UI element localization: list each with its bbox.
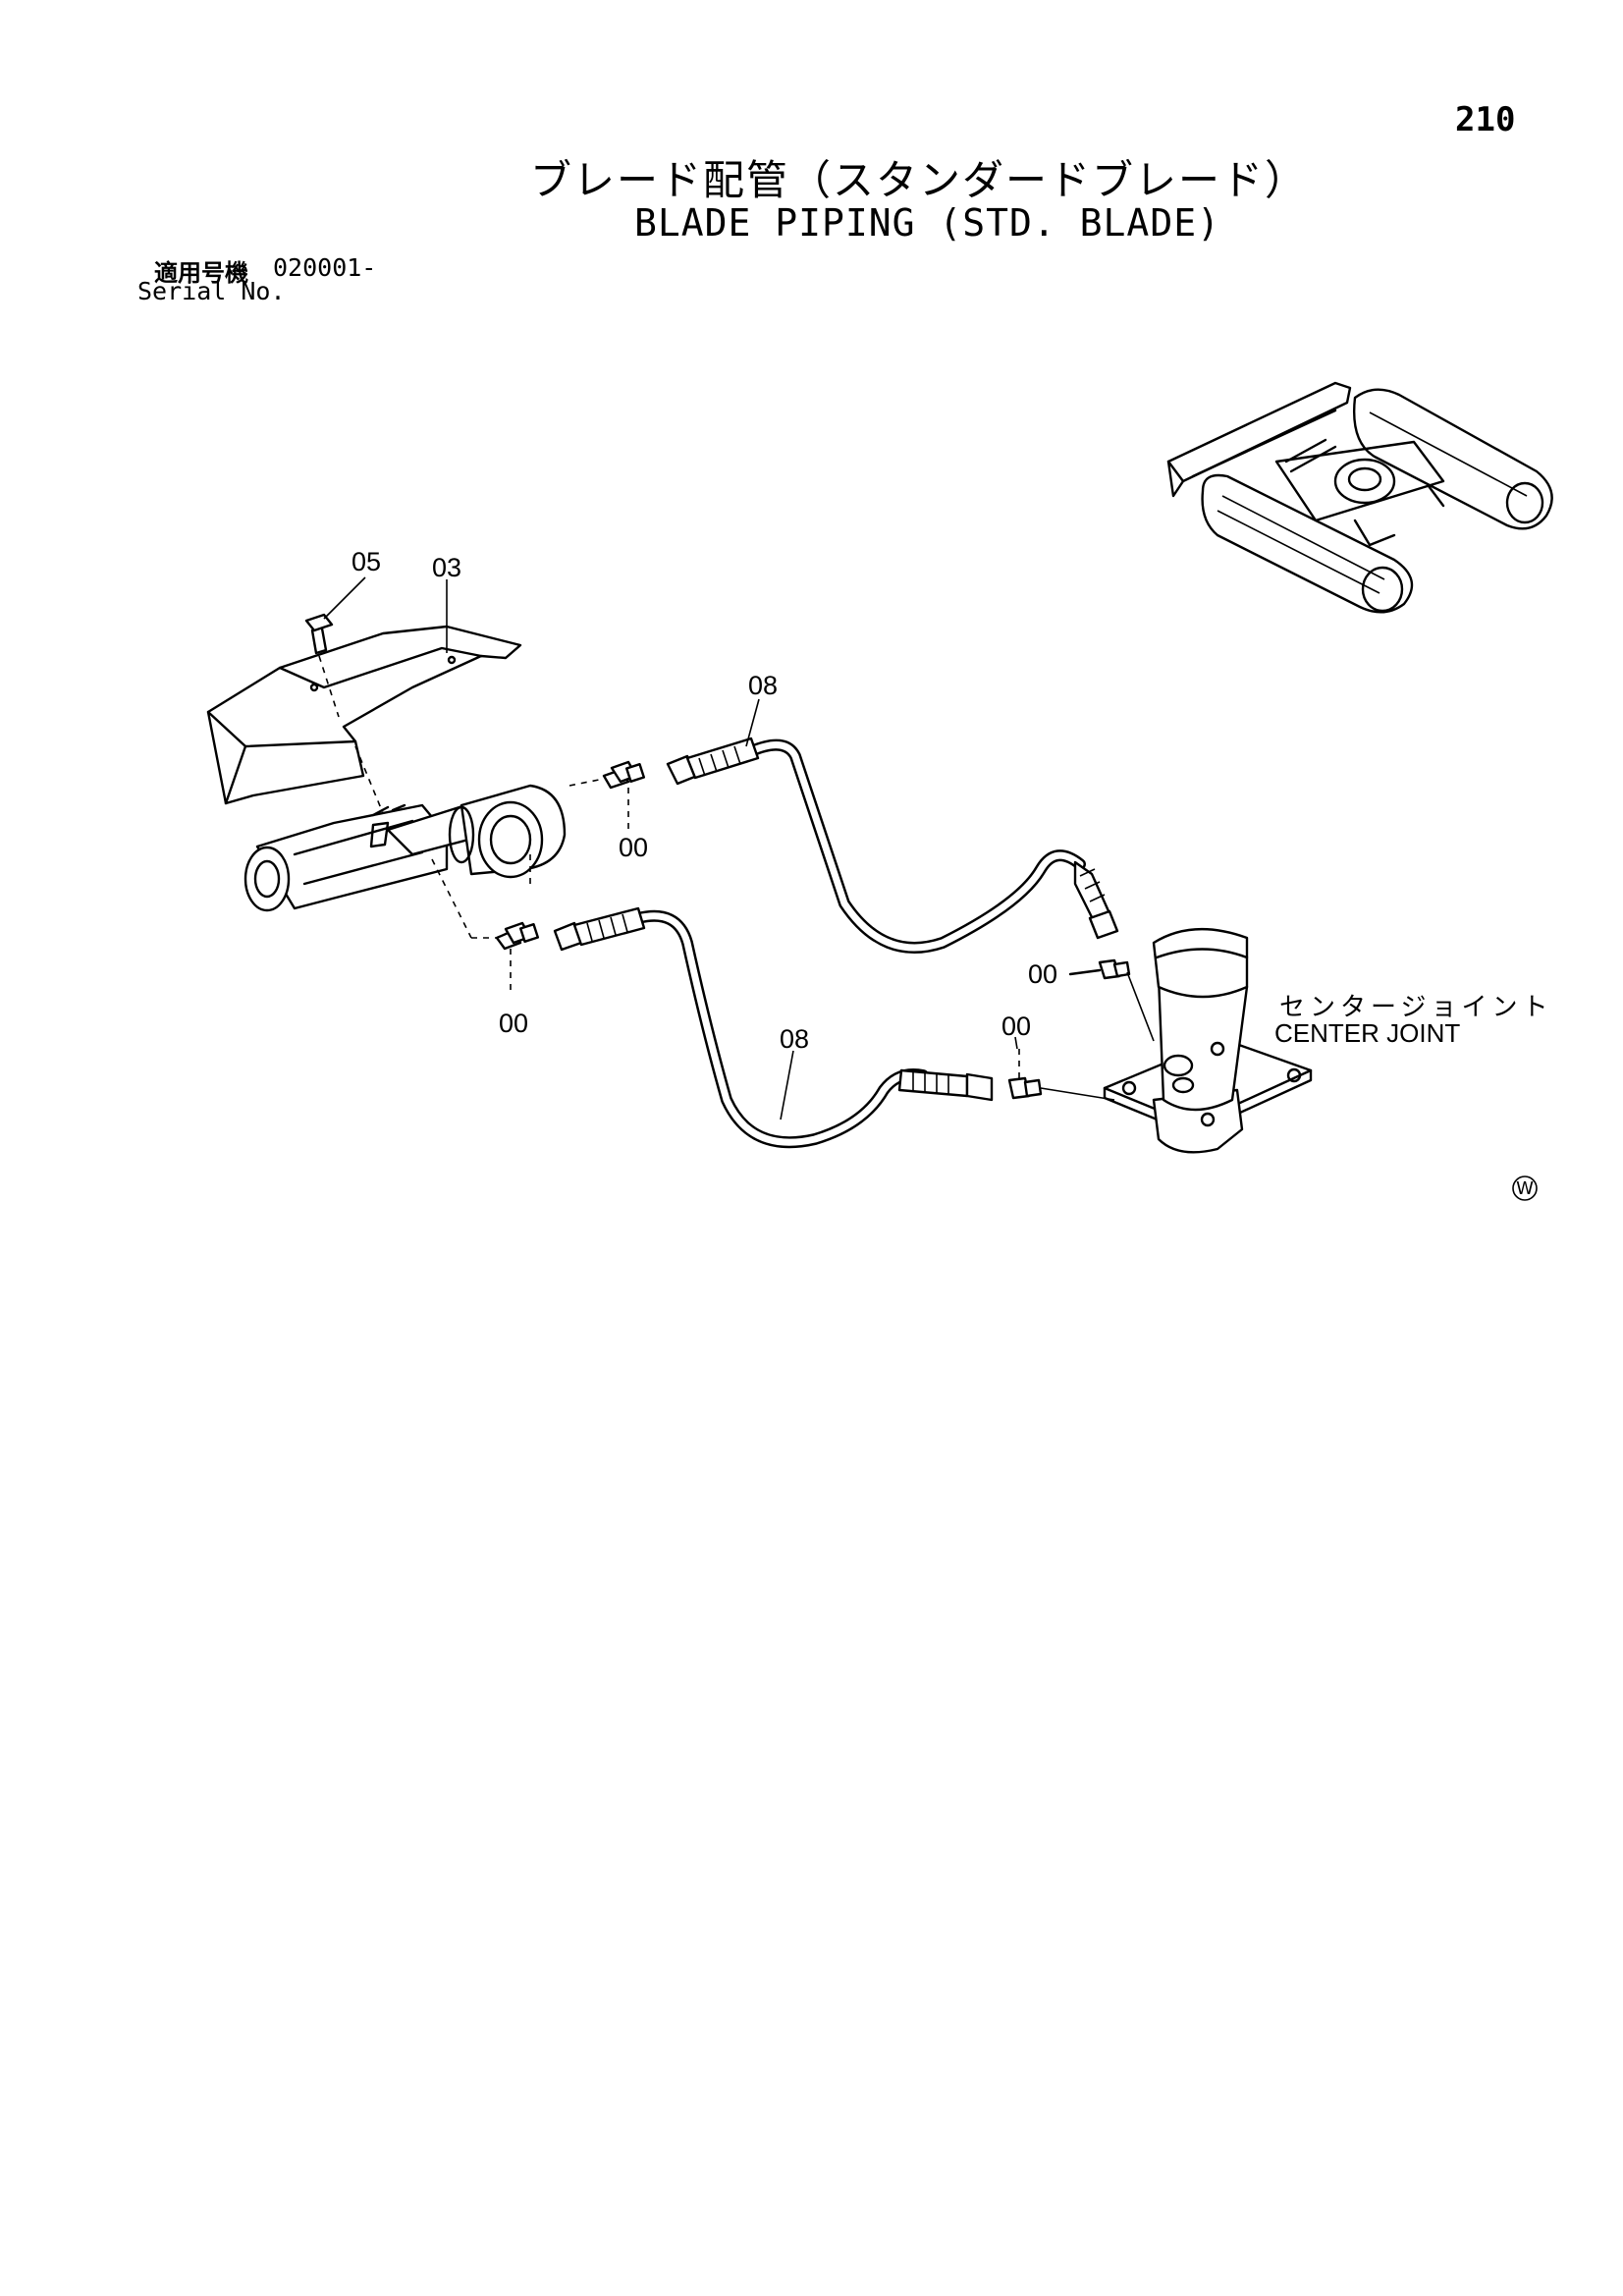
center-joint-label-japanese: センタージョイント: [1279, 993, 1553, 1022]
hose-upper: [666, 737, 1119, 954]
callout-cover: 03: [432, 553, 462, 582]
serial-label-japanese: 適用号機: [154, 259, 248, 287]
callout-leaders: [323, 576, 1018, 1121]
center-joint-label-english: CENTER JOINT: [1274, 1018, 1461, 1048]
serial-label-english: Serial No.: [137, 277, 286, 305]
callout-fitting-cylinder-bottom: 00: [499, 1009, 529, 1038]
center-joint: [1103, 927, 1313, 1154]
title-english: BLADE PIPING (STD. BLADE): [634, 201, 1220, 245]
machine-overview-illustration: [1166, 381, 1553, 614]
fitting-joint-top: [1068, 958, 1155, 1042]
callout-fitting-cylinder-top: 00: [619, 833, 649, 862]
w-mark-label: W: [1516, 1178, 1534, 1199]
blade-cylinder: [243, 745, 567, 939]
title-japanese: ブレード配管（スタンダードブレード）: [530, 156, 1309, 204]
fitting-joint-bottom: [1007, 1049, 1115, 1101]
page-number: 210: [1455, 100, 1516, 139]
callout-hose-upper: 08: [748, 671, 779, 700]
serial-value: 020001-: [273, 253, 377, 282]
callout-hose-lower: 08: [780, 1024, 810, 1054]
hose-lower: [553, 906, 994, 1149]
bolt: [304, 613, 340, 718]
cover-plate: [206, 625, 522, 805]
w-mark-circle: [1512, 1175, 1538, 1201]
fitting-cylinder-bottom: [495, 921, 540, 994]
callout-fitting-joint-top: 00: [1028, 959, 1058, 989]
callout-bolt: 05: [352, 547, 382, 576]
fitting-cylinder-top: [568, 760, 646, 830]
callout-fitting-joint-bottom: 00: [1001, 1011, 1032, 1041]
